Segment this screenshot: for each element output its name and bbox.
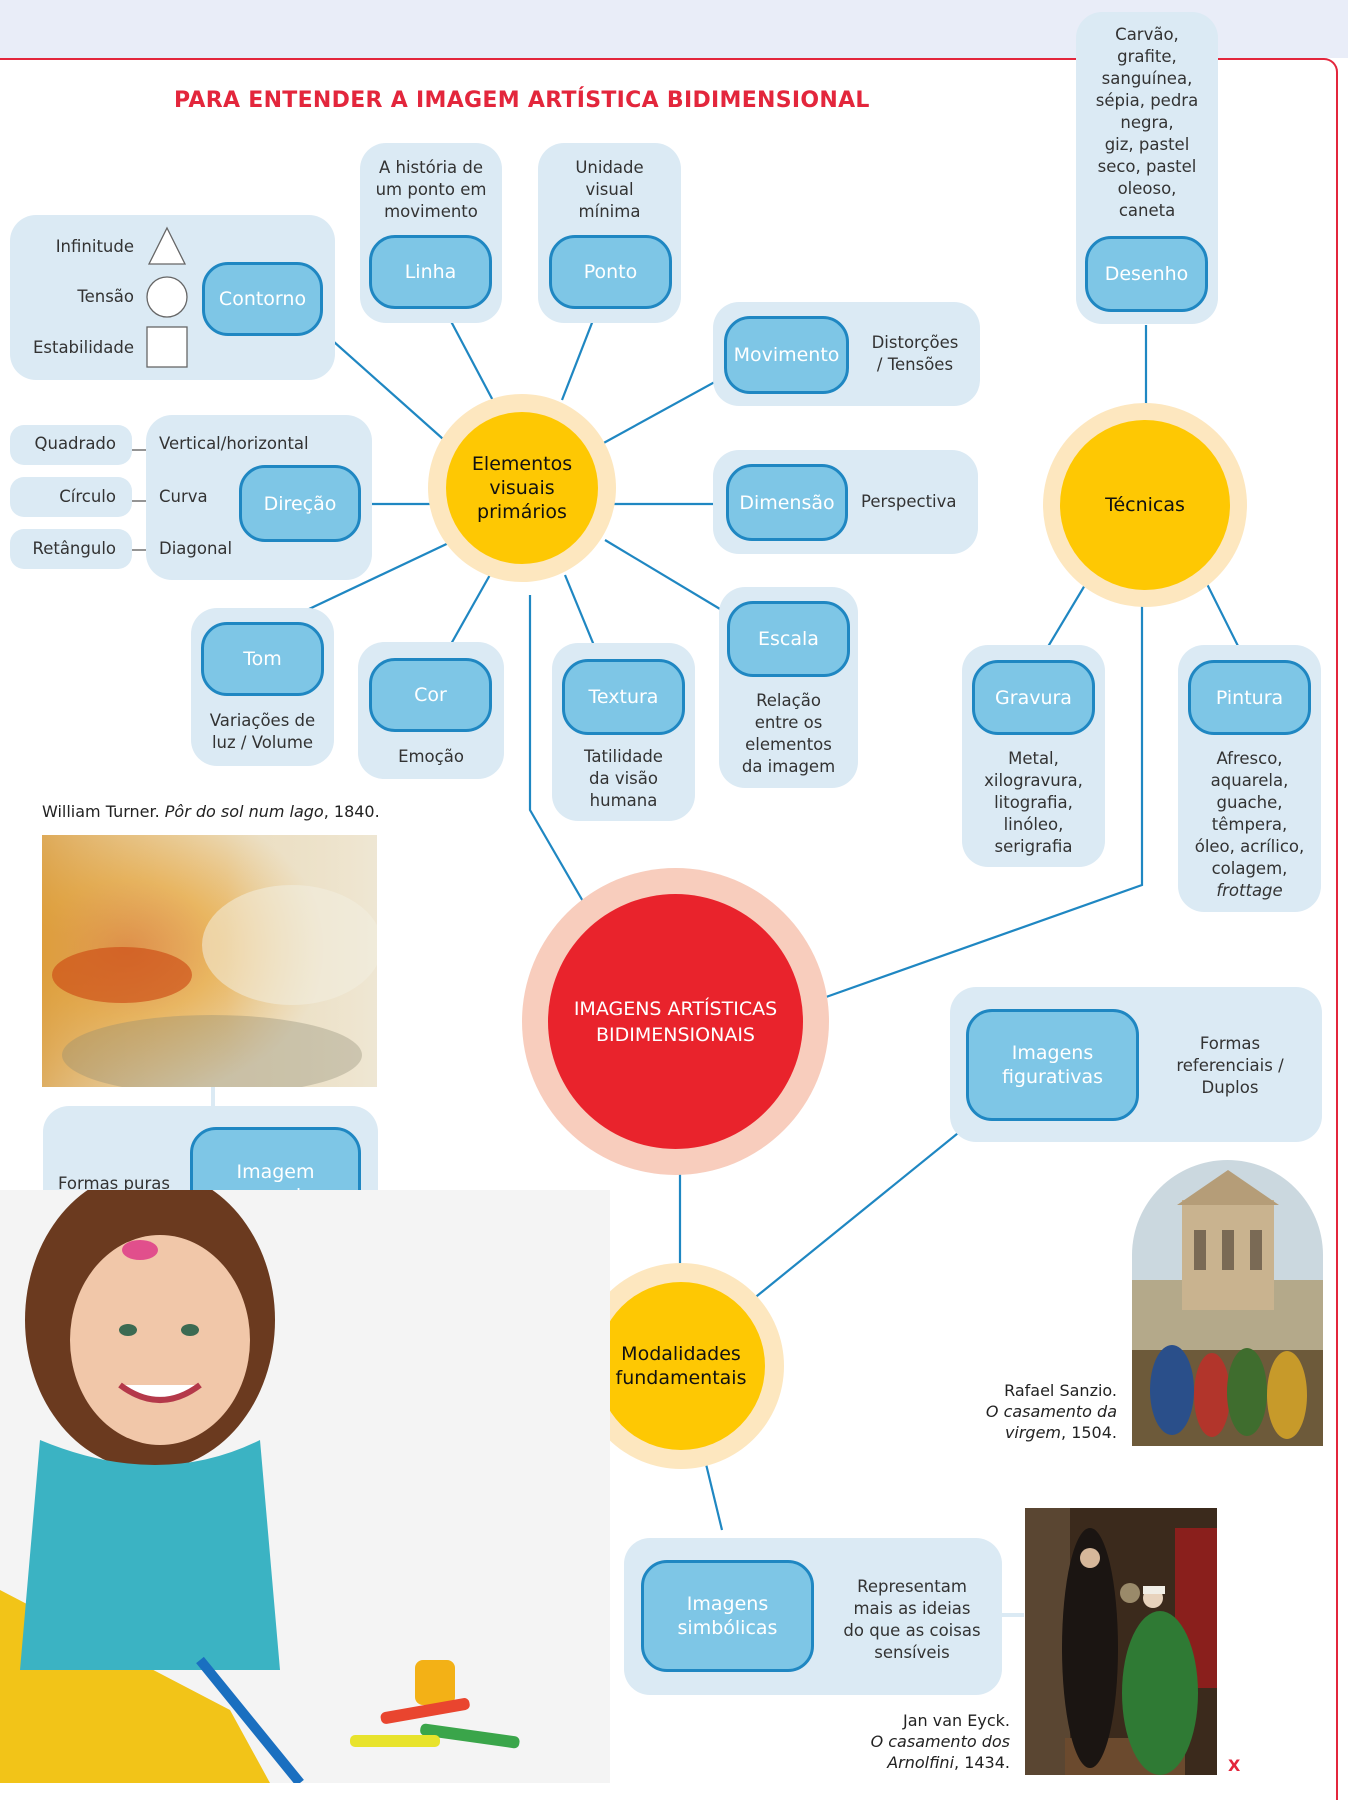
contorno-item-estabilidade: Estabilidade — [32, 338, 134, 357]
cor-desc: Emoção — [398, 747, 464, 766]
line-contorno — [314, 324, 453, 448]
pintura-node[interactable]: Pintura — [1188, 660, 1311, 735]
diagonal-label: Diagonal — [159, 539, 233, 558]
direcao-shape-circulo — [10, 477, 132, 517]
triangle-icon — [147, 226, 187, 265]
turner-painting — [42, 835, 377, 1087]
quadrado-label: Quadrado — [34, 434, 117, 453]
rafael-caption: Rafael Sanzio. O casamento da virgem, 15… — [985, 1381, 1117, 1442]
arrow-tecnicas-center — [810, 595, 1144, 1005]
contorno-item-tensao: Tensão — [77, 287, 134, 306]
corner-mark: X — [1228, 1756, 1241, 1775]
line-escala — [604, 539, 736, 619]
dimensao-node[interactable]: Dimensão — [726, 464, 848, 541]
line-figurativas — [751, 1124, 969, 1301]
movimento-node[interactable]: Movimento — [724, 316, 849, 394]
girl-photo — [0, 1190, 610, 1783]
pintura-desc: Afresco,aquarela,guache, têmpera,óleo, a… — [1194, 749, 1305, 900]
line-movimento — [599, 377, 723, 446]
linha-node[interactable]: Linha — [369, 235, 492, 309]
curva-label: Curva — [159, 487, 208, 506]
direcao-shape-retangulo — [10, 529, 132, 569]
rafael-painting — [1132, 1160, 1323, 1446]
textura-node[interactable]: Textura — [562, 659, 685, 735]
vaneyck-caption: Jan van Eyck. O casamento dos Arnolfini,… — [870, 1711, 1010, 1772]
vaneyck-painting — [1025, 1508, 1217, 1775]
cor-node[interactable]: Cor — [369, 658, 492, 732]
page-title: PARA ENTENDER A IMAGEM ARTÍSTICA BIDIMEN… — [174, 88, 870, 113]
contorno-item-infinitude: Infinitude — [55, 237, 134, 256]
square-icon — [146, 326, 188, 368]
line-tom — [289, 539, 456, 619]
ponto-node[interactable]: Ponto — [549, 235, 672, 309]
direcao-shape-quadrado — [10, 425, 132, 465]
tecnicas-hub[interactable]: Técnicas — [1060, 420, 1230, 590]
turner-caption: William Turner. Pôr do sol num lago, 184… — [42, 802, 380, 821]
line-linha — [444, 309, 499, 411]
escala-node[interactable]: Escala — [727, 601, 850, 677]
vertical-horizontal-label: Vertical/horizontal — [159, 434, 309, 453]
circulo-label: Círculo — [59, 487, 116, 506]
gravura-node[interactable]: Gravura — [972, 660, 1095, 735]
gravura-desc: Metal,xilogravura,litografia, linóleo,se… — [984, 749, 1083, 856]
tom-node[interactable]: Tom — [201, 622, 324, 696]
arrow-elementos-center — [528, 595, 590, 912]
imagem-em-si-desc: Formas puras — [58, 1174, 170, 1193]
shape-icons — [146, 226, 188, 368]
desenho-node[interactable]: Desenho — [1085, 236, 1208, 312]
retangulo-label: Retângulo — [32, 539, 116, 558]
dimensao-desc: Perspectiva — [861, 492, 957, 511]
contorno-node[interactable]: Contorno — [202, 262, 323, 336]
direcao-node[interactable]: Direção — [239, 465, 361, 542]
page-frame — [0, 58, 1338, 1800]
movimento-desc: Distorções/ Tensões — [871, 333, 959, 374]
line-ponto — [560, 309, 599, 401]
circle-icon — [146, 276, 188, 318]
